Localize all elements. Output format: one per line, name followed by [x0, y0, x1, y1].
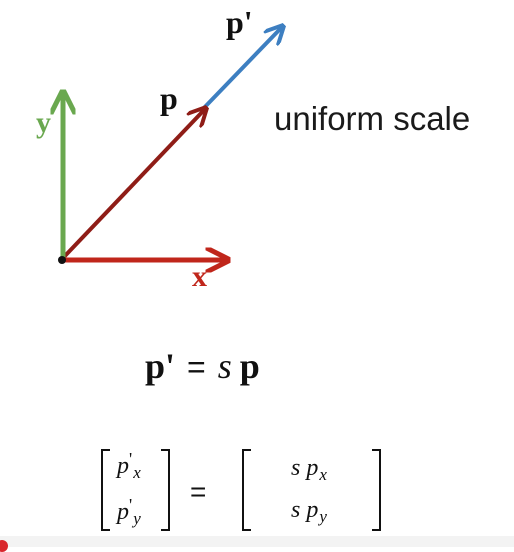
- rhs-right-bracket: [372, 449, 381, 531]
- lhs-right-bracket: [161, 449, 170, 531]
- p-prime-vector: [198, 26, 283, 114]
- bottom-strip: [0, 536, 514, 547]
- lhs-x-entry: p'x: [117, 449, 141, 482]
- rhs-x-entry: s px: [291, 455, 327, 484]
- equation-rhs: p: [239, 346, 260, 386]
- p-vector: [60, 108, 206, 261]
- y-axis-label: y: [36, 106, 51, 139]
- equation-equals: =: [187, 349, 206, 385]
- x-axis-label: x: [192, 260, 207, 293]
- lhs-y-entry: p'y: [117, 495, 141, 528]
- scale-equation: p' = s p: [145, 345, 260, 387]
- rhs-left-bracket: [242, 449, 251, 531]
- equation-lhs: p': [145, 346, 176, 386]
- recording-dot: [0, 540, 8, 552]
- p-label: p: [160, 80, 178, 116]
- origin-point: [58, 256, 66, 264]
- rhs-y-entry: s py: [291, 497, 327, 526]
- diagram-title: uniform scale: [274, 100, 471, 137]
- p-prime-label: p': [226, 4, 253, 40]
- lhs-left-bracket: [101, 449, 110, 531]
- equation-scalar: s: [217, 346, 232, 386]
- matrix-equals: =: [190, 476, 207, 507]
